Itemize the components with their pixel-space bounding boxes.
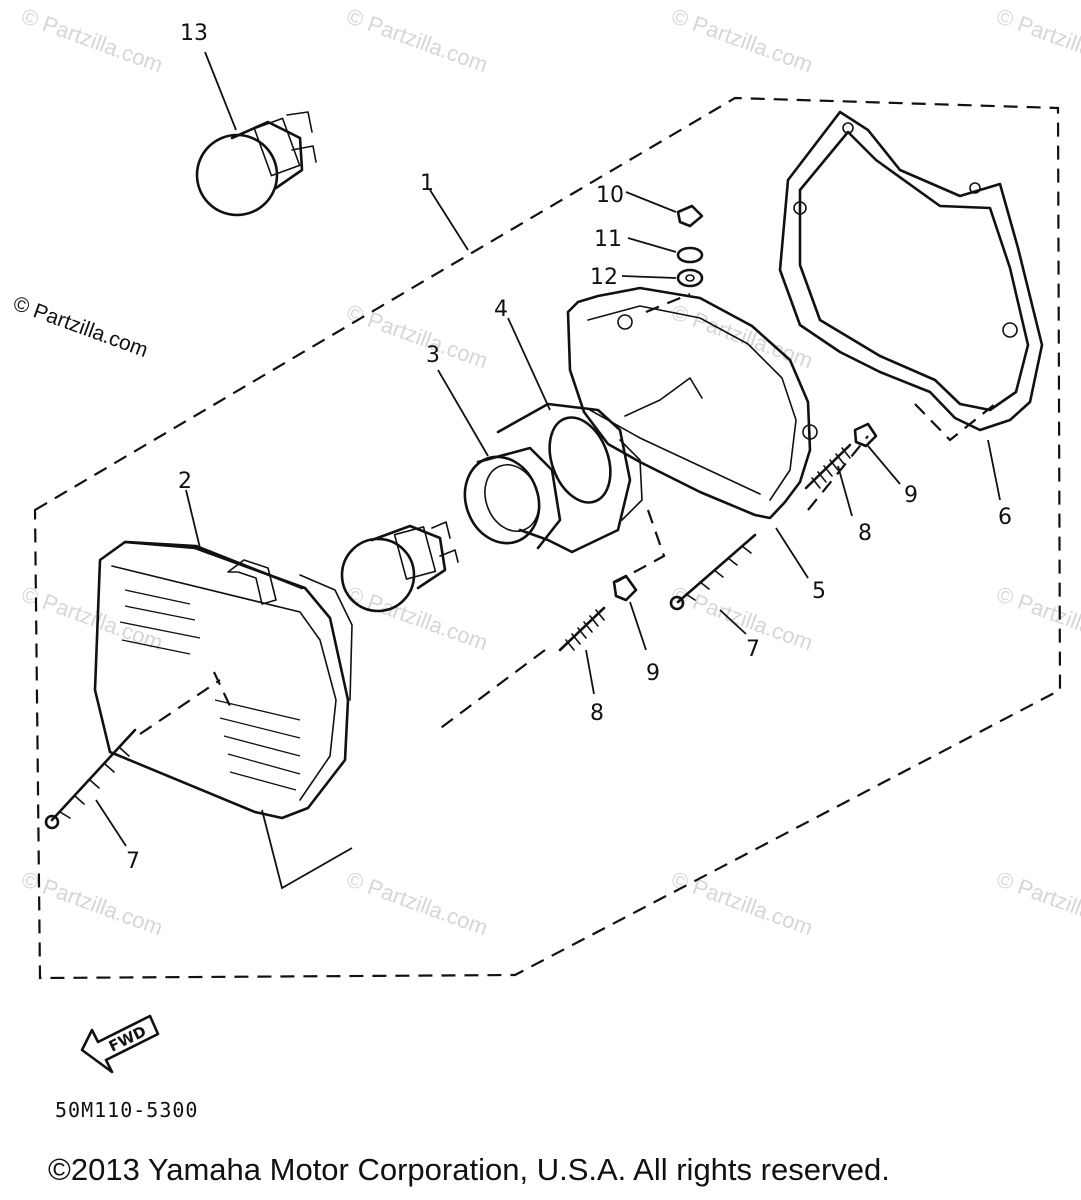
spring-8-right <box>804 443 852 490</box>
spring-8-left <box>558 606 606 652</box>
headlight-lens-2 <box>93 540 353 820</box>
screw-10 <box>676 204 704 228</box>
callout-7-right: 7 <box>746 637 760 662</box>
socket-3 <box>463 446 562 550</box>
diagram-code: 50M110-5300 <box>55 1098 199 1122</box>
callout-1: 1 <box>420 171 434 196</box>
watermark: © Partzilla.com <box>343 581 491 655</box>
bulb-holder-4 <box>496 402 643 554</box>
watermark: © Partzilla.com <box>993 3 1081 77</box>
washer-12 <box>676 268 704 288</box>
callout-7-left: 7 <box>126 849 140 874</box>
headlight-bulb <box>340 521 459 613</box>
bulb-13 <box>195 111 317 217</box>
leader-lines <box>95 51 1001 890</box>
washer-11 <box>676 246 704 264</box>
assembly-boundary <box>33 96 1062 980</box>
adjusting-screw-7-left <box>44 728 137 830</box>
housing-case-5 <box>566 286 818 520</box>
watermark: © Partzilla.com <box>343 299 491 373</box>
callout-4: 4 <box>494 297 508 322</box>
callout-13: 13 <box>180 21 208 46</box>
watermark: © Partzilla.com <box>668 3 816 77</box>
callout-12: 12 <box>590 265 618 290</box>
nut-9-left <box>612 574 638 602</box>
callout-8-left: 8 <box>590 701 604 726</box>
callout-10: 10 <box>596 183 624 208</box>
callout-8-right: 8 <box>858 521 872 546</box>
watermark: © Partzilla.com <box>343 3 491 77</box>
nut-9-right <box>853 422 878 448</box>
callout-11: 11 <box>594 227 622 252</box>
watermark: © Partzilla.com <box>668 866 816 940</box>
callout-9-left: 9 <box>646 661 660 686</box>
copyright-notice: ©2013 Yamaha Motor Corporation, U.S.A. A… <box>48 1152 890 1187</box>
callouts: 13 1 2 3 4 5 6 7 7 8 8 9 9 10 11 12 <box>126 21 1012 874</box>
watermark: © Partzilla.com <box>993 866 1081 940</box>
callout-3: 3 <box>426 343 440 368</box>
callout-6: 6 <box>998 505 1012 530</box>
callout-9-right: 9 <box>904 483 918 508</box>
adjusting-screw-7-right <box>669 533 757 611</box>
watermark: © Partzilla.com <box>18 3 166 77</box>
headlight-rim-6 <box>778 110 1044 432</box>
watermark: © Partzilla.com <box>993 581 1081 655</box>
callout-2: 2 <box>178 469 192 494</box>
forward-arrow: FWD <box>80 1014 160 1074</box>
watermark: © Partzilla.com <box>343 866 491 940</box>
callout-5: 5 <box>812 579 826 604</box>
